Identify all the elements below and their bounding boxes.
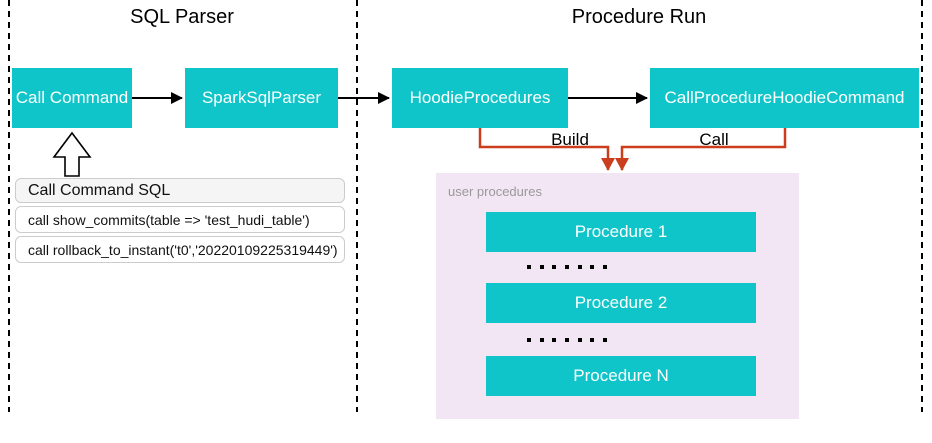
ellipsis-dots: [527, 265, 607, 269]
procedure-item: Procedure 2: [486, 283, 756, 323]
sql-panel-header: Call Command SQL: [15, 178, 345, 203]
node-call-command: Call Command: [12, 68, 132, 128]
section-border-right: [921, 0, 923, 412]
user-procedures-label: user procedures: [448, 184, 542, 199]
edge-label-call: Call: [699, 130, 729, 149]
node-call-procedure-hoodie-command: CallProcedureHoodieCommand: [650, 68, 919, 128]
section-border-divider: [356, 0, 358, 412]
section-title-procedure-run: Procedure Run: [571, 6, 707, 28]
sql-statement: call rollback_to_instant('t0','202201092…: [15, 236, 345, 263]
node-hoodie-procedures: HoodieProcedures: [392, 68, 568, 128]
node-spark-sql-parser: SparkSqlParser: [185, 68, 338, 128]
ellipsis-dots: [527, 338, 607, 342]
procedure-item: Procedure 1: [486, 212, 756, 252]
sql-statement: call show_commits(table => 'test_hudi_ta…: [15, 206, 345, 233]
procedure-item: Procedure N: [486, 356, 756, 396]
edge-label-build: Build: [551, 130, 589, 149]
section-title-sql-parser: SQL Parser: [130, 6, 234, 28]
user-procedures-panel: user procedures Procedure 1 Procedure 2 …: [436, 173, 799, 419]
hollow-up-arrow: [52, 131, 92, 177]
section-border-left: [8, 0, 10, 412]
arrow-call-to-user-procedures: [615, 128, 787, 171]
arrow-build-to-user-procedures: [478, 128, 615, 171]
